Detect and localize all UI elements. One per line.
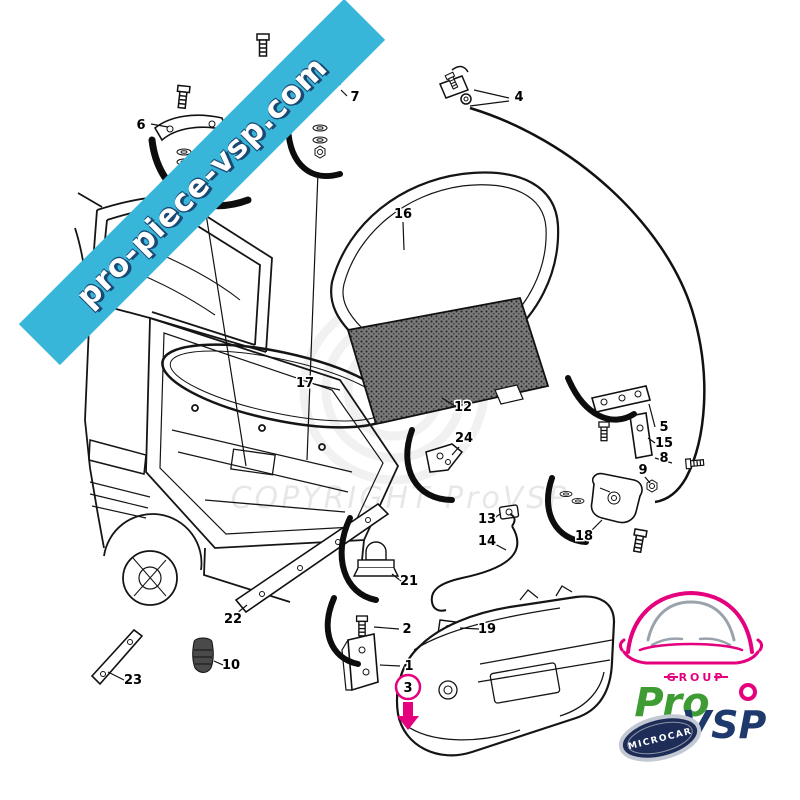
callout-1: 1 (404, 659, 413, 674)
callout-6: 6 (136, 118, 145, 133)
soundproofing-panel-drawing (346, 296, 550, 426)
callout-18: 18 (575, 529, 593, 544)
callout-10: 10 (222, 658, 240, 673)
callout-23: 23 (124, 673, 142, 688)
logo-car-sketch (618, 590, 764, 665)
callout-14: 14 (478, 534, 496, 549)
callout-22: 22 (224, 612, 242, 627)
hood-latch-18-drawing (590, 472, 648, 554)
callout-9: 9 (638, 463, 647, 478)
callout-12: 12 (454, 400, 472, 415)
microcar-badge: MICROCAR (618, 714, 702, 762)
callout-5: 5 (659, 420, 668, 435)
swoosh-marks (148, 125, 637, 667)
callout-3: 3 (403, 681, 412, 696)
highlight-arrow-3 (397, 702, 419, 730)
callout-16: 16 (394, 207, 412, 222)
callout-24: 24 (455, 431, 473, 446)
callout-21: 21 (400, 574, 418, 589)
front-bumper-drawing (395, 585, 616, 757)
leader-lines (107, 89, 673, 681)
right-bracket-cluster-drawing (559, 385, 705, 504)
callout-17: 17 (296, 376, 314, 391)
small-parts-drawing (90, 71, 520, 692)
callout-19: 19 (478, 622, 496, 637)
callout-7: 7 (350, 90, 359, 105)
callout-4: 4 (514, 90, 523, 105)
logo-dot-icon (739, 683, 757, 701)
callout-15: 15 (655, 436, 673, 451)
brand-logo: GROUP Pro VSP MICROCAR (618, 590, 766, 762)
logo-group-label: GROUP (667, 671, 726, 684)
highlight-circle-3 (394, 673, 422, 701)
callout-13: 13 (478, 512, 496, 527)
callout-8: 8 (659, 451, 668, 466)
callout-2: 2 (402, 622, 411, 637)
callout-labels: 6 7 4 16 17 12 24 5 15 8 9 13 14 18 21 2… (122, 89, 675, 730)
